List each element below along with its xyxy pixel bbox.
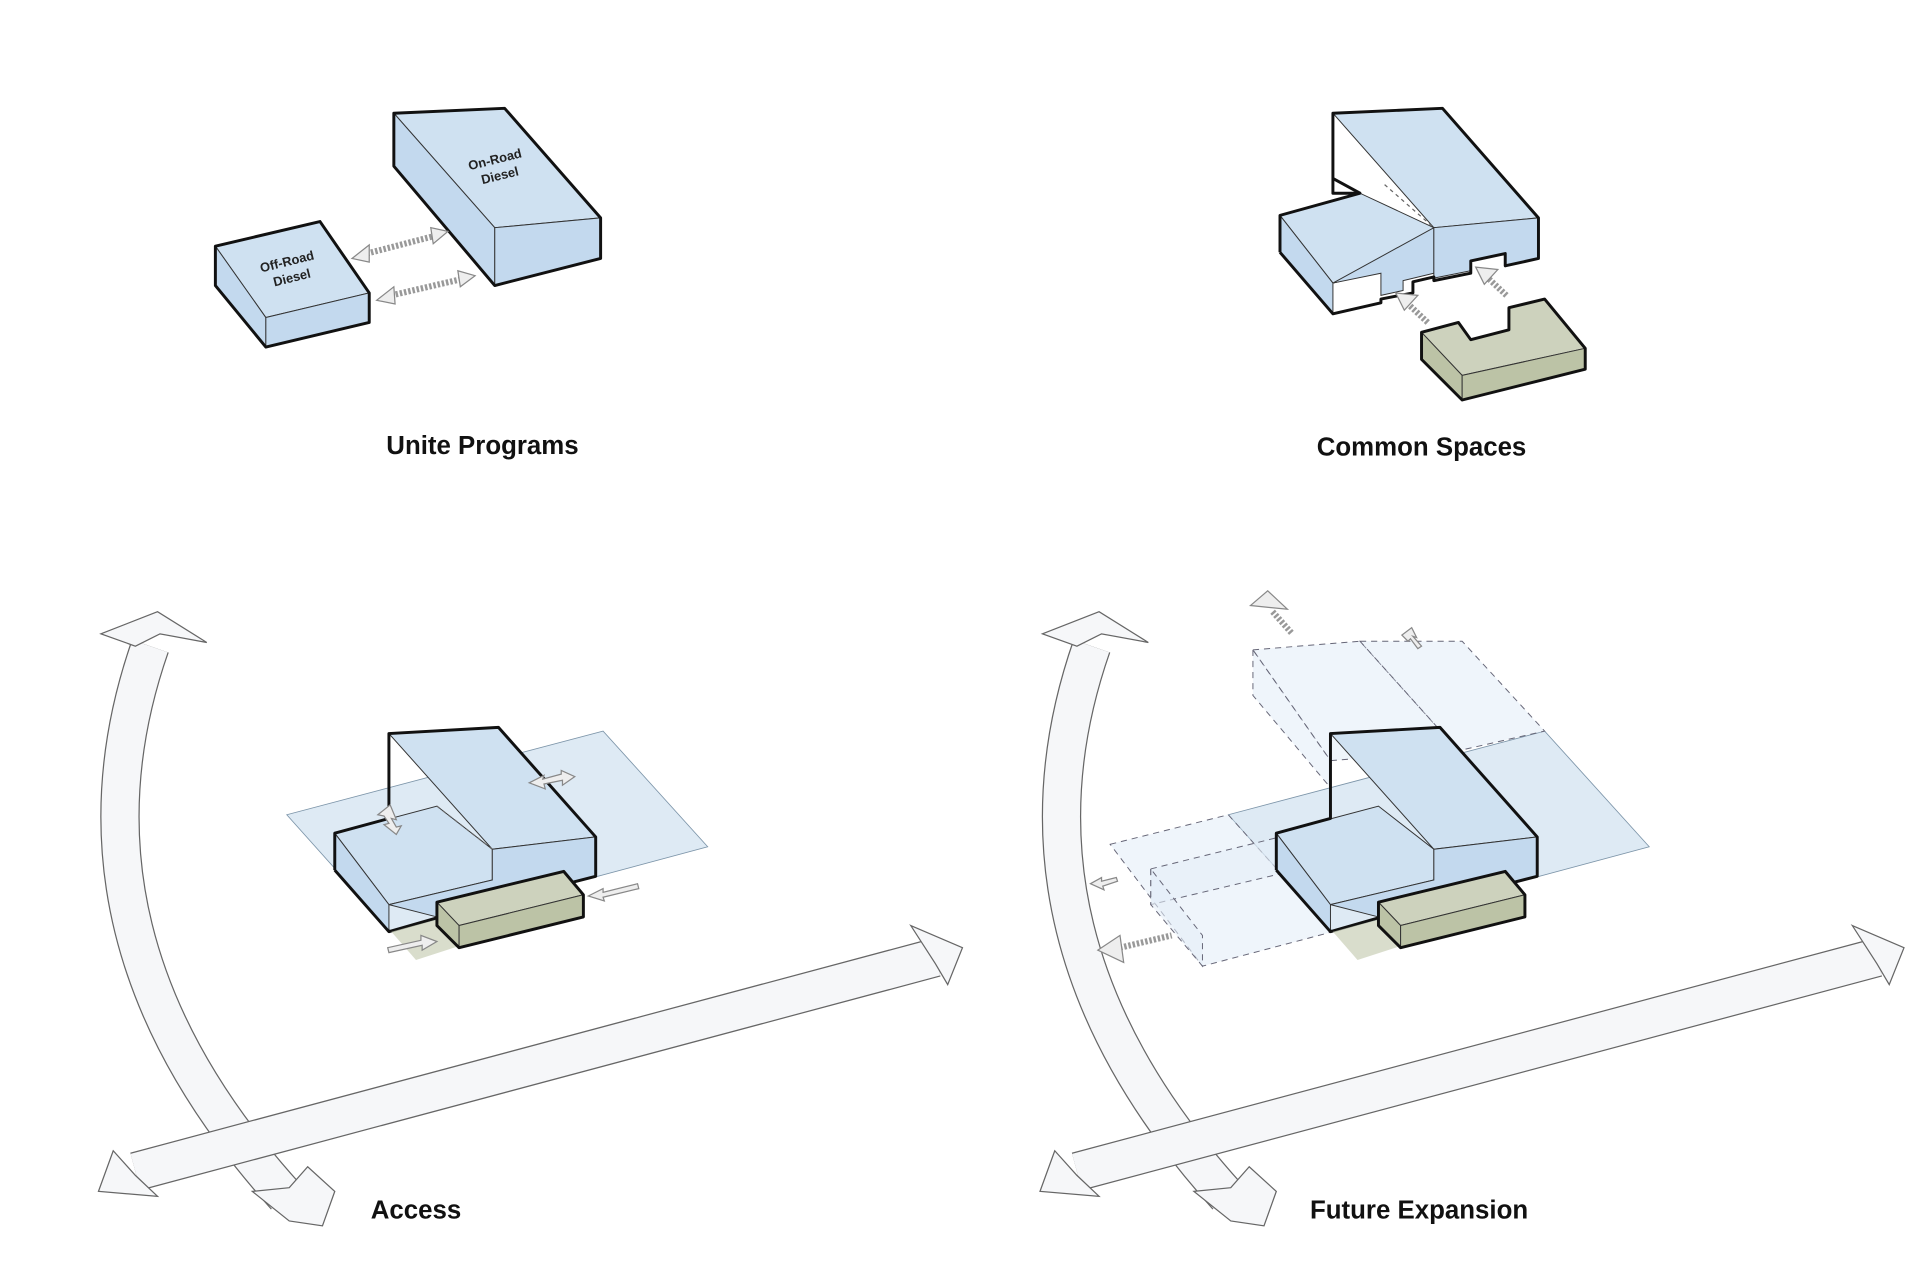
common-space-block [1420,297,1587,402]
panel-common-spaces: Common Spaces [1278,106,1587,461]
panel-unite-programs: Off-Road Diesel On-Road Diesel Unite Pro… [213,106,603,460]
insert-arrow-right [1474,266,1509,298]
connection-arrow-lower [375,269,477,305]
expansion-arrow-left-small [1089,876,1119,891]
expansion-ghost-left [1109,814,1334,968]
panel-title-unite-programs: Unite Programs [386,432,578,460]
straight-road-arrow [97,924,964,1198]
access-arrow-3 [586,882,640,902]
panel-title-common-spaces: Common Spaces [1317,433,1527,461]
expansion-arrow-up-large [1248,589,1295,636]
expansion-arrow-left-large [1096,932,1173,964]
expansion-building [1274,725,1539,934]
expansion-common-block [1332,869,1527,960]
curved-road-arrow [99,611,336,1227]
panel-access: Access [97,611,964,1227]
access-arrow-1 [376,803,403,836]
panel-title-access: Access [371,1196,461,1224]
access-arrow-4 [386,934,439,954]
curved-road-arrow-2 [1039,611,1905,1227]
combined-building [1278,106,1540,316]
insert-arrow-left [1394,292,1430,325]
access-common-block [391,869,585,960]
connection-arrow-upper [350,226,450,263]
panel-future-expansion: Future Expansion [1039,589,1905,1227]
expansion-arrow-up-small [1400,626,1423,650]
access-arrow-2 [527,769,577,790]
panel-title-future-expansion: Future Expansion [1310,1196,1528,1224]
off-road-diesel-block: Off-Road Diesel [213,220,371,349]
on-road-diesel-block: On-Road Diesel [392,106,603,288]
access-building [333,725,598,934]
